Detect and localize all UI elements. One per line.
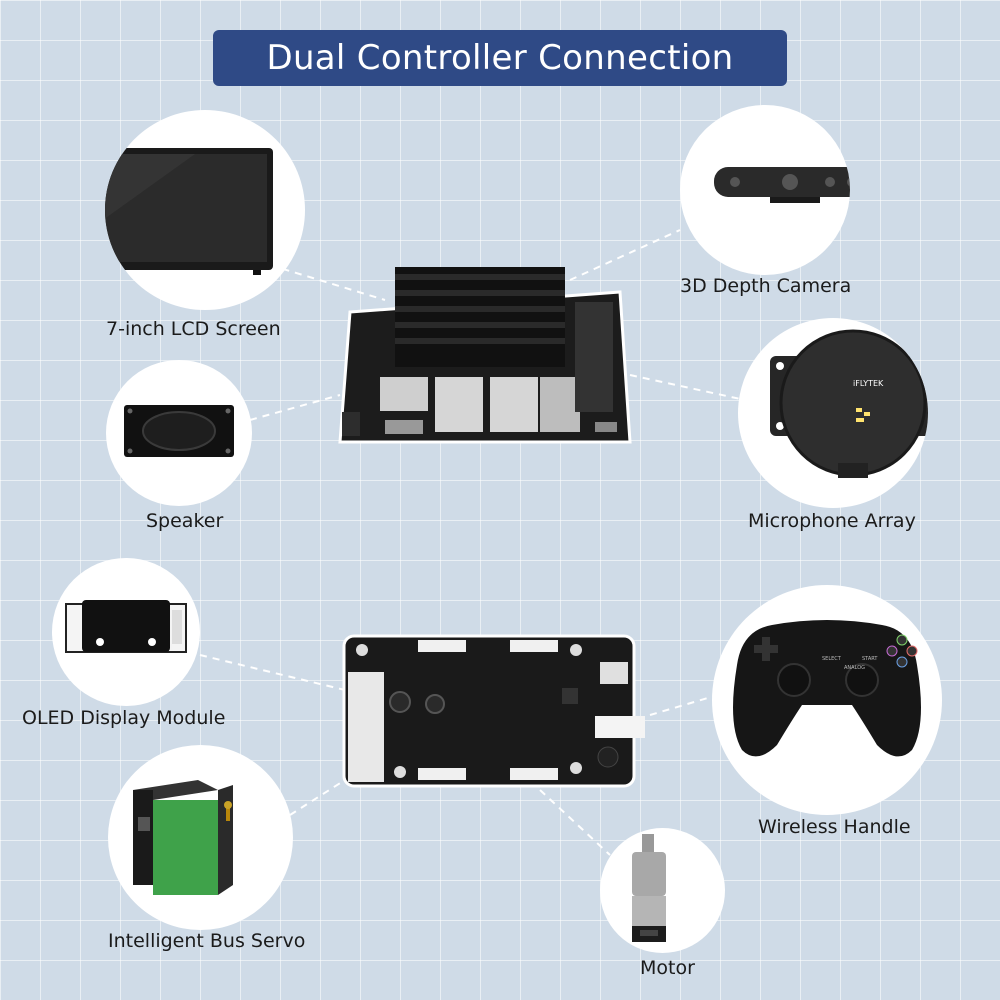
- label-handle: Wireless Handle: [758, 816, 911, 838]
- line-servo: [289, 779, 346, 816]
- label-servo: Intelligent Bus Servo: [108, 930, 306, 952]
- microphone-array-icon: iFLYTEK: [770, 329, 928, 478]
- label-mic: Microphone Array: [748, 510, 916, 532]
- line-mic: [629, 374, 746, 401]
- svg-text:ANALOG: ANALOG: [844, 665, 865, 671]
- svg-text:SELECT: SELECT: [822, 656, 842, 662]
- oled-circle: [52, 558, 200, 706]
- lcd-screen-icon: [105, 148, 273, 275]
- lcd-circle: [105, 110, 305, 310]
- motor-icon: [632, 834, 666, 942]
- servo-circle: [108, 745, 293, 930]
- speaker-circle: [106, 360, 252, 506]
- line-motor: [539, 789, 611, 856]
- expansion-board: [340, 632, 658, 792]
- oled-module-icon: [65, 600, 187, 653]
- speaker-icon: [124, 405, 234, 457]
- depth-camera-icon: [714, 167, 850, 203]
- bus-servo-icon: [133, 780, 233, 895]
- mic-circle: iFLYTEK: [738, 318, 928, 508]
- svg-text:START: START: [862, 656, 878, 662]
- gamepad-icon: SELECT START ANALOG: [733, 620, 921, 757]
- line-speaker: [249, 394, 341, 421]
- camera-circle: [680, 105, 850, 275]
- label-lcd: 7-inch LCD Screen: [106, 318, 281, 340]
- main-controller-board: [330, 262, 635, 452]
- svg-text:iFLYTEK: iFLYTEK: [853, 379, 884, 388]
- title-banner: Dual Controller Connection: [213, 30, 787, 86]
- line-handle: [649, 689, 736, 716]
- label-oled: OLED Display Module: [22, 707, 226, 729]
- label-motor: Motor: [640, 957, 695, 979]
- label-camera: 3D Depth Camera: [680, 275, 852, 297]
- label-speaker: Speaker: [146, 510, 224, 532]
- motor-circle: [600, 828, 725, 953]
- page-title: Dual Controller Connection: [266, 38, 734, 78]
- line-oled: [199, 654, 346, 691]
- handle-circle: SELECT START ANALOG: [712, 585, 942, 815]
